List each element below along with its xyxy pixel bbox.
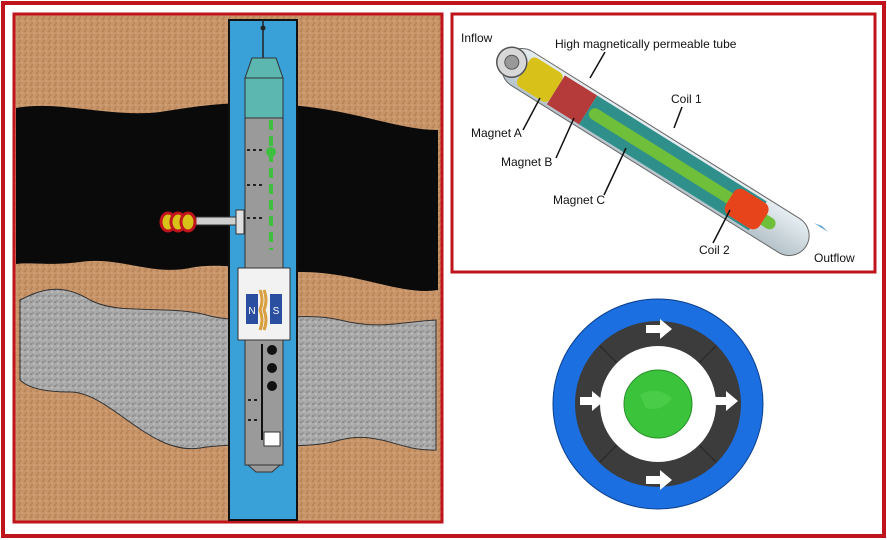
tool-upper-section [244, 77, 284, 119]
tool-sensor-section [244, 117, 284, 269]
coil2-label: Coil 2 [699, 243, 730, 257]
north-pole-label: N [248, 306, 255, 317]
formation-probe [159, 209, 245, 235]
coil2-leader [712, 209, 731, 244]
coil1-label: Coil 1 [671, 92, 702, 106]
arrow-down-icon [646, 470, 672, 490]
magnet-c-label: Magnet C [553, 193, 605, 207]
arrow-left-icon [580, 391, 604, 411]
magnet-a-label: Magnet A [471, 126, 522, 140]
cross-section [552, 298, 764, 510]
arrow-up-icon [646, 319, 672, 339]
south-pole-label: S [273, 306, 280, 317]
well-panel: N S [12, 12, 444, 524]
component-3 [267, 381, 277, 391]
tube-leader [589, 51, 606, 79]
inflow-inner [504, 54, 520, 70]
magnet-south [270, 294, 282, 324]
probe-packer-3 [179, 211, 197, 233]
magnet-b [546, 75, 598, 125]
magnet-a-leader [522, 97, 541, 131]
coil-2 [724, 188, 769, 230]
magnet-a [516, 57, 563, 102]
outflow-arrow-icon [814, 223, 828, 232]
wireline-head [260, 25, 266, 31]
component-1 [267, 345, 277, 355]
generator-coil [258, 289, 264, 331]
component-2 [267, 363, 277, 373]
magnet-c [588, 108, 776, 230]
tool-top-cap [244, 57, 284, 79]
magnet-b-leader [555, 117, 575, 159]
magnet-c-leader [603, 147, 627, 196]
generator-panel: Inflow High magnetically permeable tube … [450, 12, 877, 274]
outflow-label: Outflow [814, 251, 855, 265]
generator-tube [496, 46, 810, 257]
tool-bottom-nose [246, 464, 282, 473]
probe-pad [235, 209, 245, 235]
core-highlight [640, 390, 672, 409]
cavity-layer [16, 103, 438, 291]
coil1-leader [673, 106, 683, 129]
tool-memory-box [263, 431, 281, 447]
green-sensor-dot [266, 147, 276, 157]
arrow-right-icon [714, 391, 738, 411]
inflow-label: Inflow [461, 31, 493, 45]
magnet-b-label: Magnet B [501, 155, 552, 169]
magnet-north [246, 294, 258, 324]
generator-coil-2 [262, 289, 268, 331]
downhole-tool: N S [237, 57, 291, 473]
tube-label: High magnetically permeable tube [555, 37, 737, 51]
probe-arm [195, 216, 237, 226]
